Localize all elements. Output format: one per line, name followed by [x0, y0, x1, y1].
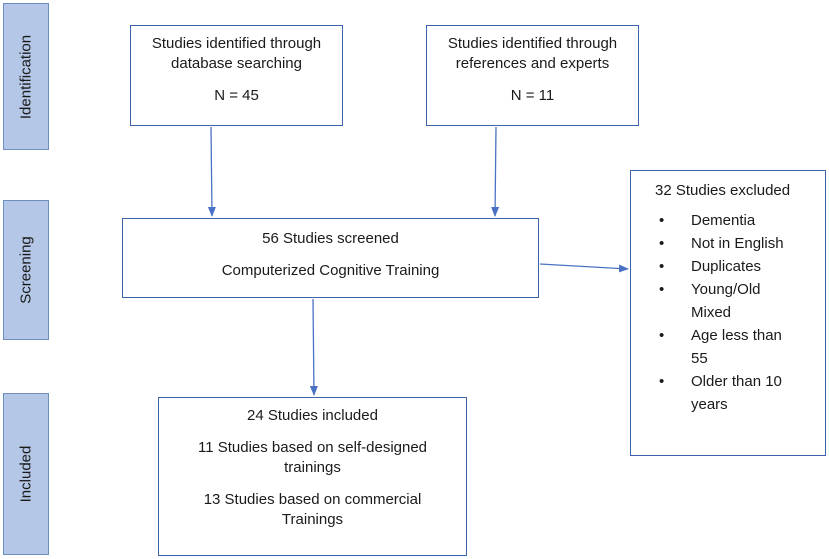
screened-box-subtitle: Computerized Cognitive Training — [221, 262, 440, 279]
references-box-line2: references and experts — [455, 55, 610, 72]
included-commercial-line2: Trainings — [281, 511, 344, 528]
database-box-line1: Studies identified through — [151, 35, 322, 52]
list-item: Young/Old Mixed — [645, 278, 817, 324]
arrow-database-to-screened — [207, 126, 216, 217]
excluded-box: 32 Studies excluded Dementia Not in Engl… — [630, 170, 826, 456]
references-box: Studies identified through references an… — [426, 25, 639, 126]
database-search-box: Studies identified through database sear… — [130, 25, 343, 126]
included-commercial-line1: 13 Studies based on commercial — [203, 491, 422, 508]
excluded-box-title: 32 Studies excluded — [655, 182, 791, 199]
included-self-line2: trainings — [284, 459, 341, 476]
included-box-title: 24 Studies included — [247, 407, 378, 424]
list-item: Not in English — [645, 232, 817, 255]
database-box-count: N = 45 — [214, 87, 259, 104]
arrow-references-to-screened — [491, 126, 500, 217]
arrow-screened-to-included — [309, 298, 318, 396]
excluded-reasons-list: Dementia Not in English Duplicates Young… — [645, 209, 817, 416]
stage-screening: Screening — [3, 200, 49, 340]
list-item: Duplicates — [645, 255, 817, 278]
database-box-line2: database searching — [171, 55, 302, 72]
arrow-screened-to-excluded — [539, 263, 629, 273]
list-item: Older than 10 years — [645, 370, 817, 416]
references-box-count: N = 11 — [510, 87, 555, 104]
included-box: 24 Studies included 11 Studies based on … — [158, 397, 467, 556]
list-item: Dementia — [645, 209, 817, 232]
references-box-line1: Studies identified through — [447, 35, 618, 52]
stage-identification: Identification — [3, 3, 49, 150]
list-item: Age less than 55 — [645, 324, 817, 370]
stage-included: Included — [3, 393, 49, 555]
screened-box-title: 56 Studies screened — [262, 230, 399, 247]
included-self-line1: 11 Studies based on self-designed — [197, 439, 428, 456]
screened-box: 56 Studies screened Computerized Cogniti… — [122, 218, 539, 298]
